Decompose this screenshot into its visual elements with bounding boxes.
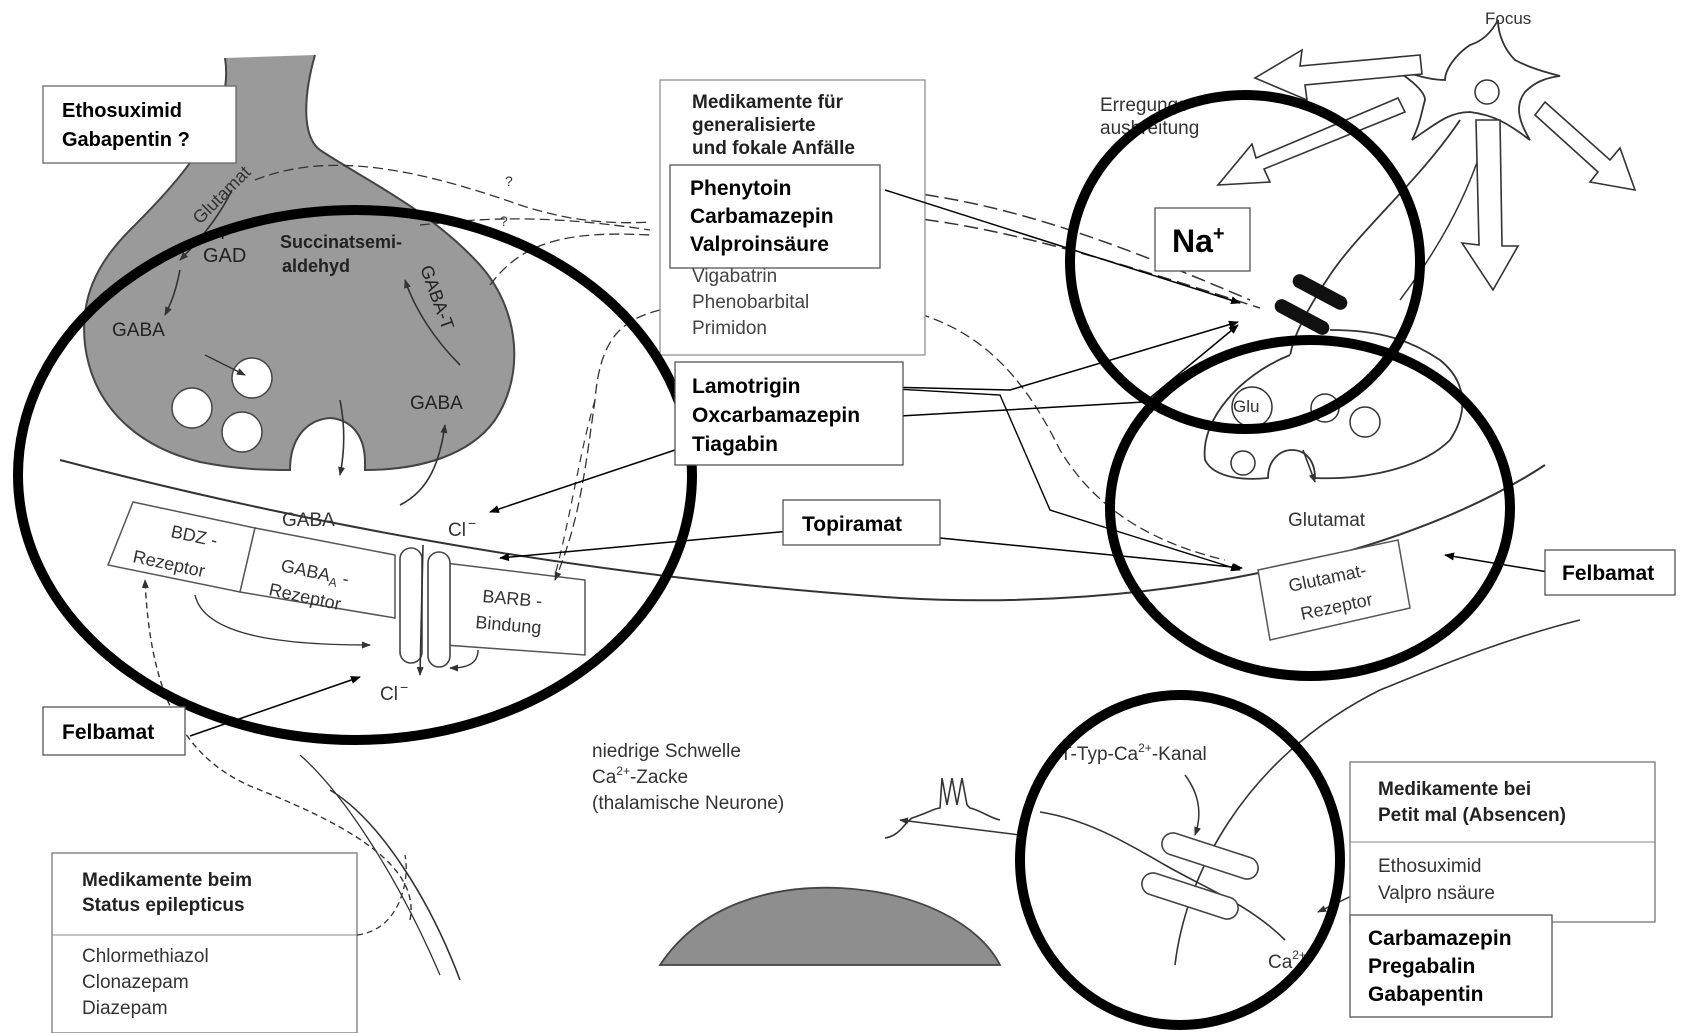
cl-top-label: Cl: [448, 520, 466, 541]
vesicle: [1350, 407, 1380, 437]
status-drug: Diazepam: [82, 998, 168, 1019]
dashed-pathway: [905, 310, 1225, 560]
carbamazepin-drug: Pregabalin: [1368, 955, 1475, 978]
topiramat-label: Topiramat: [802, 513, 902, 536]
vesicle: [232, 358, 272, 398]
q-mark: ?: [505, 173, 513, 189]
na-channel: [1290, 272, 1350, 313]
na-channel: [1272, 297, 1332, 338]
ca-spike-arrow: [900, 820, 1020, 835]
barb-binding: [445, 563, 585, 655]
vesicle: [222, 412, 262, 452]
vesicle: [1231, 451, 1255, 475]
chloride-channel: [428, 552, 450, 667]
lamotrigin-drug: Oxcarbamazepin: [692, 404, 860, 427]
ethosuximid-label: Ethosuximid: [62, 100, 182, 122]
status-drug: Chlormethiazol: [82, 946, 209, 967]
generalisiert-drug: Vigabatrin: [692, 266, 777, 287]
generalisiert-drug: Phenobarbital: [692, 292, 809, 313]
gaba-label-bottom: GABA: [282, 510, 335, 531]
succinat-label: Succinatsemi-: [280, 232, 402, 252]
dashed-pathway: [555, 310, 660, 580]
bdz-receptor: [108, 502, 255, 592]
ethosuximid-box: [43, 86, 236, 163]
status-title-line2: Status epilepticus: [82, 895, 245, 916]
petit-title-line1: Medikamente bei: [1378, 779, 1531, 800]
phenytoin-drug: Valproinsäure: [690, 233, 829, 256]
t-typ-arrow: [1185, 775, 1199, 835]
succinat-label: aldehyd: [282, 256, 350, 276]
topiramat-right-arrow: [940, 538, 1242, 568]
petit-drug: Ethosuximid: [1378, 856, 1482, 877]
petit-title-line2: Petit mal (Absencen): [1378, 805, 1566, 826]
schwelle-label: (thalamische Neurone): [592, 793, 784, 814]
generalisiert-title-line2: generalisierte: [692, 115, 816, 136]
focus-label: Focus: [1485, 9, 1531, 28]
petit-drug: Valpro nsäure: [1378, 883, 1495, 904]
glu-label: Glu: [1233, 397, 1259, 416]
lamotrigin-drug: Lamotrigin: [692, 375, 801, 398]
gaba-label-left: GABA: [112, 320, 165, 341]
generalisiert-drug: Primidon: [692, 318, 767, 339]
phenytoin-drug: Phenytoin: [690, 177, 792, 200]
generalisiert-title-line3: und fokale Anfälle: [692, 138, 855, 159]
cl-bottom-label: Cl: [380, 684, 398, 705]
phenytoin-drug: Carbamazepin: [690, 205, 834, 228]
felbamat-left-arrow: [190, 677, 360, 736]
status-drug: Clonazepam: [82, 972, 189, 993]
spread-arrow: [1462, 120, 1518, 290]
t-typ-label: T-Typ-Ca2+-Kanal: [1060, 741, 1207, 765]
q-mark: ?: [500, 213, 508, 229]
schwelle-label: Ca2+-Zacke: [592, 764, 688, 788]
generalisiert-title-line1: Medikamente für: [692, 92, 844, 113]
status-title-line1: Medikamente beim: [82, 870, 252, 891]
tiagabin-arrow: [490, 450, 675, 512]
spread-arrow: [1535, 102, 1635, 190]
carbamazepin-drug: Carbamazepin: [1368, 927, 1512, 950]
glutamat-rezeptor: [1258, 540, 1410, 640]
glutamat-right-label: Glutamat: [1288, 510, 1366, 531]
topiramat-left-arrow: [500, 531, 790, 558]
gad-label: GAD: [203, 245, 246, 267]
lamotrigin-drug: Tiagabin: [692, 433, 778, 456]
cl-bottom-minus: −: [400, 679, 408, 695]
spread-arrow: [1255, 50, 1422, 100]
barb-modulation-arrow: [450, 650, 478, 668]
chloride-channel: [400, 548, 422, 663]
cl-top-minus: −: [468, 515, 476, 531]
gabapentin-label: Gabapentin ?: [62, 129, 190, 151]
ca-spike-trace: [885, 778, 1000, 838]
felbamat-right-label: Felbamat: [1562, 562, 1654, 585]
schwelle-label: niedrige Schwelle: [592, 741, 741, 762]
t-type-channel: [1159, 830, 1261, 882]
vesicle: [172, 388, 212, 428]
status-dashed-link: [357, 855, 406, 935]
thalamic-neuron: [660, 888, 1000, 965]
focus-nucleus: [1475, 80, 1499, 104]
carbamazepin-drug: Gabapentin: [1368, 983, 1484, 1006]
gaba-label-right: GABA: [410, 393, 463, 414]
felbamat-left-label: Felbamat: [62, 721, 154, 744]
